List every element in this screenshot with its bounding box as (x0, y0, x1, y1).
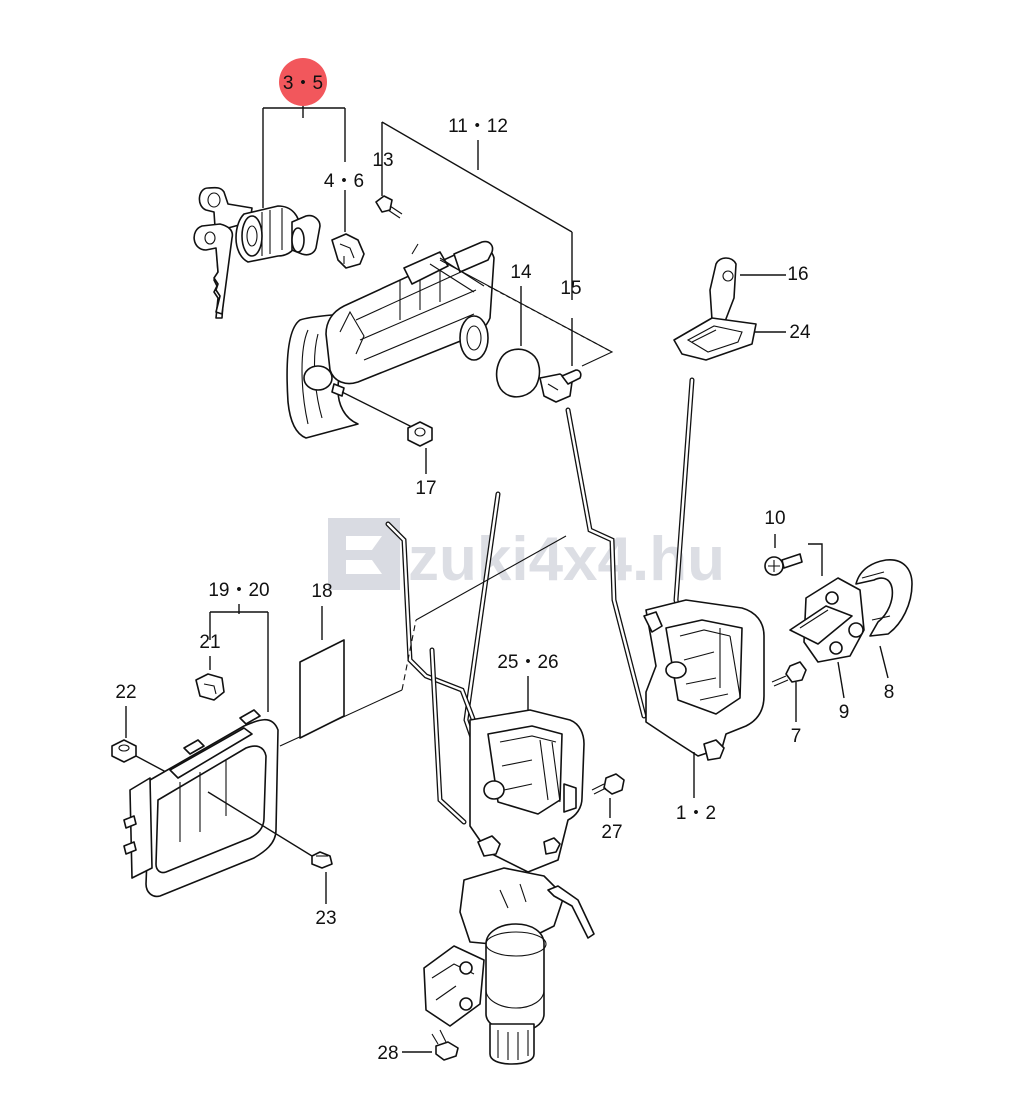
part-key-cylinder[interactable] (193, 106, 346, 319)
callout-3-5[interactable]: 3・5 (283, 73, 323, 94)
callout-1-2[interactable]: 1・2 (676, 803, 716, 824)
watermark: zuki4x4.hu (328, 518, 725, 594)
part-nut-22[interactable] (111, 739, 137, 763)
leader-9 (837, 661, 845, 699)
part-lock-knob-16[interactable] (709, 257, 737, 325)
callout-28[interactable]: 28 (377, 1043, 398, 1064)
bracket-11-12 (381, 121, 573, 366)
leader-14-dash (487, 285, 613, 353)
callout-16[interactable]: 16 (787, 264, 808, 285)
leader-22 (125, 706, 167, 773)
callout-7[interactable]: 7 (791, 726, 802, 747)
callout-25-26[interactable]: 25・26 (497, 652, 558, 673)
callout-18[interactable]: 18 (311, 581, 332, 602)
part-screw-10[interactable] (764, 553, 803, 576)
part-rod-clip-15[interactable] (539, 369, 582, 403)
leader-23 (207, 791, 327, 904)
part-screw-23[interactable] (311, 851, 333, 869)
highlight-marker[interactable] (279, 58, 327, 106)
part-actuator[interactable] (423, 867, 595, 1065)
part-screw-28[interactable] (431, 1029, 459, 1061)
callout-9[interactable]: 9 (839, 702, 850, 723)
callout-23[interactable]: 23 (315, 908, 336, 929)
callout-4-6[interactable]: 4・6 (324, 171, 364, 192)
part-clip-21[interactable] (195, 673, 225, 701)
part-nut-17[interactable] (407, 421, 433, 447)
callout-24[interactable]: 24 (789, 322, 811, 343)
part-inside-handle[interactable] (123, 709, 279, 898)
callout-17[interactable]: 17 (415, 478, 436, 499)
part-outside-handle[interactable] (286, 240, 495, 439)
part-screw-7[interactable] (771, 661, 807, 687)
part-screw-13[interactable] (375, 195, 403, 219)
watermark-logo-mark (346, 536, 382, 574)
callout-8[interactable]: 8 (884, 682, 895, 703)
leader-17 (341, 391, 427, 474)
callout-19-20[interactable]: 19・20 (208, 580, 269, 601)
leader-8 (879, 645, 889, 679)
part-pad-14[interactable] (495, 348, 541, 398)
callout-15[interactable]: 15 (560, 278, 581, 299)
part-striker-9[interactable] (789, 577, 865, 663)
callout-11-12[interactable]: 11・12 (448, 116, 508, 137)
part-screw-27[interactable] (591, 773, 625, 795)
bracket-19-20 (209, 604, 269, 712)
part-shim-8[interactable] (855, 559, 913, 637)
part-cylinder-clip[interactable] (331, 233, 365, 269)
callout-14[interactable]: 14 (510, 262, 532, 283)
part-door-lock-1-2[interactable] (643, 599, 765, 761)
callout-13[interactable]: 13 (372, 150, 393, 171)
callout-21[interactable]: 21 (199, 632, 220, 653)
callout-27[interactable]: 27 (601, 822, 622, 843)
part-knob-bezel-24[interactable] (673, 317, 757, 361)
part-rear-lock-25-26[interactable] (469, 709, 585, 873)
callout-10[interactable]: 10 (764, 508, 785, 529)
callout-22[interactable]: 22 (115, 682, 136, 703)
watermark-logo-icon (328, 518, 400, 590)
leader-9-top (808, 543, 823, 576)
watermark-text: zuki4x4.hu (408, 525, 725, 594)
part-pad-18[interactable] (299, 639, 345, 739)
